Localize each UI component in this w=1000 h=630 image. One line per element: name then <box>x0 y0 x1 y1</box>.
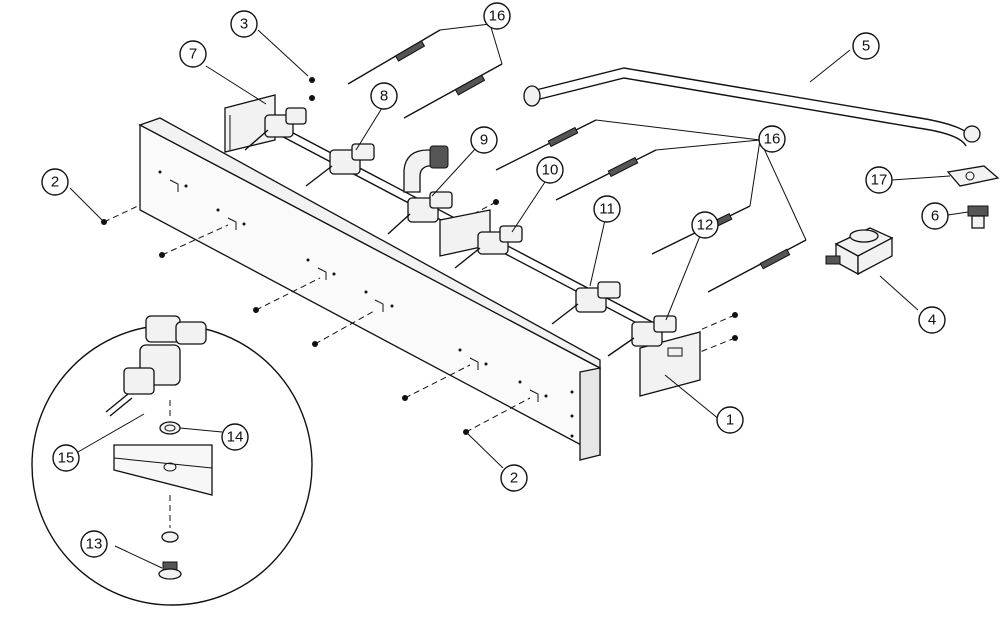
fitting <box>967 205 989 229</box>
svg-text:16: 16 <box>489 8 506 25</box>
elbow-fitting <box>403 145 449 193</box>
svg-text:2: 2 <box>51 174 59 191</box>
callout-7: 7 <box>179 40 207 68</box>
callout-16: 16 <box>758 125 786 153</box>
leader-lines <box>69 23 969 569</box>
callout-8: 8 <box>370 82 398 110</box>
valve-6 <box>607 315 677 357</box>
pressure-regulator <box>825 227 894 276</box>
callout-2: 2 <box>500 464 528 492</box>
inset-detail <box>31 315 313 606</box>
svg-text:2: 2 <box>510 470 518 487</box>
valve-3 <box>387 191 453 235</box>
right-bracket <box>639 331 701 397</box>
svg-text:4: 4 <box>928 312 936 329</box>
callouts: 1 2 2 3 4 5 6 7 8 9 10 11 12 13 14 15 16… <box>41 2 949 558</box>
svg-text:16: 16 <box>764 131 781 148</box>
callout-1: 1 <box>716 406 744 434</box>
callout-11: 11 <box>593 195 621 223</box>
svg-text:11: 11 <box>599 201 615 218</box>
svg-text:15: 15 <box>58 450 75 467</box>
callout-16: 16 <box>483 2 511 30</box>
svg-text:10: 10 <box>542 162 559 179</box>
svg-text:12: 12 <box>697 217 714 234</box>
callout-15: 15 <box>52 444 80 472</box>
regulator-bracket <box>946 165 1000 187</box>
svg-text:9: 9 <box>480 132 488 149</box>
callout-10: 10 <box>536 156 564 184</box>
svg-text:17: 17 <box>871 172 888 189</box>
valve-2 <box>305 143 375 187</box>
valve-5 <box>551 281 621 325</box>
svg-text:1: 1 <box>726 412 734 429</box>
callout-17: 17 <box>865 166 893 194</box>
svg-text:8: 8 <box>380 88 388 105</box>
callout-6: 6 <box>921 202 949 230</box>
callout-2: 2 <box>41 168 69 196</box>
valve-4 <box>454 225 523 269</box>
gas-tube <box>523 67 981 147</box>
callout-12: 12 <box>691 211 719 239</box>
callout-14: 14 <box>221 423 249 451</box>
svg-text:3: 3 <box>240 16 248 33</box>
valve-1 <box>244 107 307 151</box>
callout-5: 5 <box>852 32 880 60</box>
callout-4: 4 <box>918 306 946 334</box>
svg-text:7: 7 <box>189 46 197 63</box>
callout-13: 13 <box>80 530 108 558</box>
svg-text:13: 13 <box>86 536 103 553</box>
callout-3: 3 <box>230 10 258 38</box>
manifold-panel <box>138 117 601 461</box>
svg-text:5: 5 <box>862 38 870 55</box>
svg-text:6: 6 <box>931 208 939 225</box>
svg-text:14: 14 <box>227 429 244 446</box>
callout-9: 9 <box>470 126 498 154</box>
